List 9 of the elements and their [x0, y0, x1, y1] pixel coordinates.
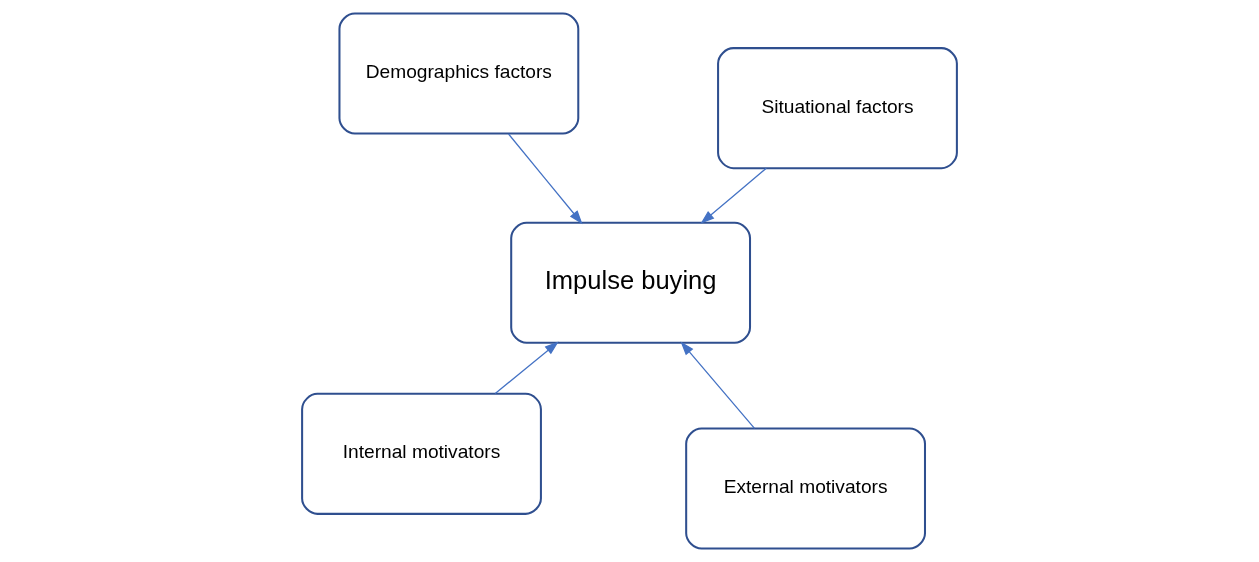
- node-box: Impulse buying: [510, 221, 752, 344]
- arrow: [680, 341, 756, 430]
- arrow: [700, 167, 767, 224]
- arrow: [494, 341, 559, 395]
- arrow: [507, 133, 583, 225]
- node-box: Internal motivators: [301, 392, 542, 515]
- node-box: External motivators: [685, 427, 926, 550]
- node-box: Demographics factors: [338, 12, 580, 135]
- node-box: Situational factors: [717, 47, 958, 170]
